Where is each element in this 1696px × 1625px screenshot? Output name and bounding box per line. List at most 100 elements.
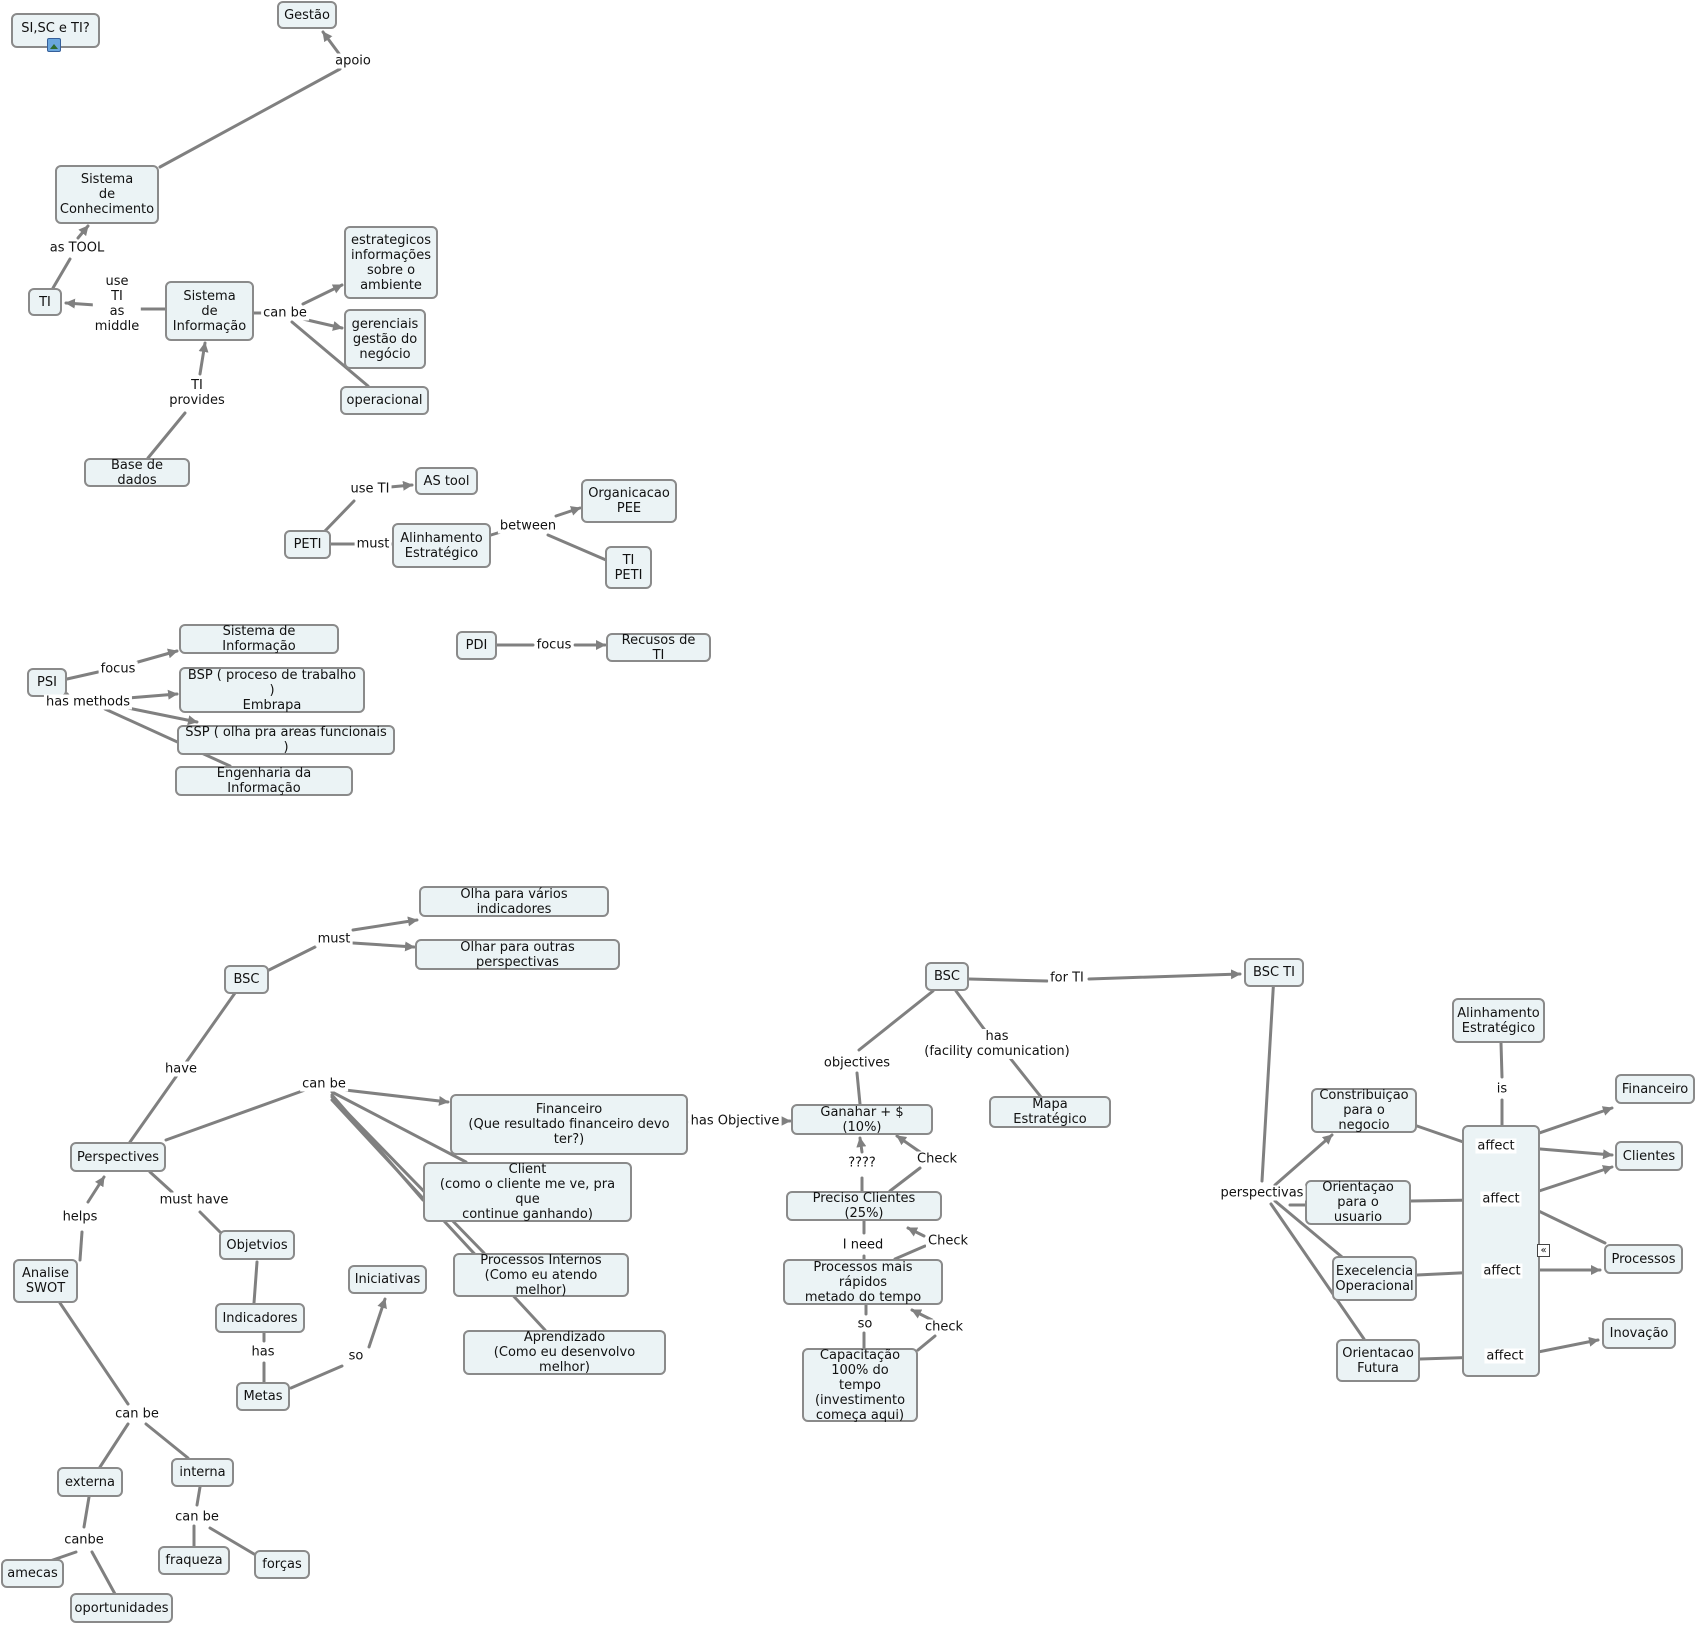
node-forcas[interactable]: forças bbox=[254, 1550, 310, 1579]
node-psi[interactable]: PSI bbox=[27, 668, 67, 697]
node-base-dados[interactable]: Base de dados bbox=[84, 458, 190, 488]
node-recursos-ti[interactable]: Recusos de TI bbox=[606, 633, 711, 663]
link-label-can-be-1: can be bbox=[261, 305, 309, 321]
link-label-objectives: objectives bbox=[821, 1055, 893, 1071]
link-label-so-2: so bbox=[855, 1316, 875, 1332]
link-label-can-be-3: can be bbox=[113, 1406, 161, 1422]
node-olhar-perspectivas[interactable]: Olhar para outras perspectivas bbox=[415, 939, 620, 970]
link-label-use-ti: use TI bbox=[348, 481, 392, 497]
node-fraqueza[interactable]: fraqueza bbox=[158, 1546, 230, 1575]
node-aprendizado[interactable]: Aprendizado (Como eu desenvolvo melhor) bbox=[463, 1330, 666, 1375]
node-objetvios[interactable]: Objetvios bbox=[219, 1230, 295, 1260]
node-ganhar[interactable]: Ganahar + $ (10%) bbox=[791, 1104, 933, 1135]
node-olha-indicadores[interactable]: Olha para vários indicadores bbox=[419, 886, 609, 917]
node-ti[interactable]: TI bbox=[28, 288, 62, 316]
node-orientacao-futura[interactable]: Orientacao Futura bbox=[1336, 1339, 1420, 1382]
node-sisc[interactable]: SI,SC e TI? bbox=[11, 13, 100, 48]
node-metas[interactable]: Metas bbox=[236, 1382, 290, 1411]
connector-line-19 bbox=[546, 533, 608, 562]
link-label-affect-2: affect bbox=[1480, 1191, 1522, 1207]
connector-line-61 bbox=[855, 1071, 862, 1106]
node-interna[interactable]: interna bbox=[171, 1458, 234, 1487]
node-preciso-clientes[interactable]: Preciso Clientes (25%) bbox=[786, 1191, 942, 1221]
node-processos[interactable]: Processos bbox=[1604, 1244, 1683, 1274]
connector-line-44 bbox=[86, 1175, 106, 1204]
connector-line-32 bbox=[164, 1088, 307, 1142]
node-alinhamento-1[interactable]: Alinhamento Estratégico bbox=[392, 523, 491, 568]
link-label-so-1: so bbox=[346, 1348, 366, 1364]
connector-line-18 bbox=[554, 506, 582, 518]
node-peti[interactable]: PETI bbox=[284, 530, 331, 559]
node-client[interactable]: Client (como o cliente me ve, pra que co… bbox=[423, 1162, 632, 1222]
node-execelencia[interactable]: Execelencia Operacional bbox=[1332, 1256, 1417, 1301]
connector-line-52 bbox=[82, 1495, 91, 1529]
connector-line-65 bbox=[856, 1136, 867, 1154]
node-orientacao-usuario[interactable]: Orientaçao para o usuario bbox=[1305, 1180, 1411, 1225]
link-label-have: have bbox=[163, 1061, 199, 1077]
node-sistema-informacao[interactable]: Sistema de Informação bbox=[165, 281, 254, 341]
node-estrategicos[interactable]: estrategicos informações sobre o ambient… bbox=[344, 226, 438, 299]
connector-line-30 bbox=[351, 941, 416, 952]
node-bsc-ti[interactable]: BSC TI bbox=[1244, 958, 1304, 987]
connector-line-74 bbox=[916, 1334, 937, 1352]
node-processos-internos[interactable]: Processos Internos (Como eu atendo melho… bbox=[453, 1253, 629, 1298]
connector-line-49 bbox=[58, 1301, 130, 1406]
connector-line-33 bbox=[343, 1088, 450, 1106]
node-processos-rapidos[interactable]: Processos mais rápidos metado do tempo bbox=[783, 1259, 943, 1305]
connector-line-28 bbox=[267, 945, 317, 972]
connector-line-12 bbox=[198, 341, 209, 376]
link-label-has-objective: has Objective bbox=[688, 1113, 782, 1129]
node-perspectives[interactable]: Perspectives bbox=[70, 1142, 166, 1172]
node-externa[interactable]: externa bbox=[57, 1467, 123, 1497]
link-label-check-2: Check bbox=[926, 1233, 970, 1249]
node-bsc-1[interactable]: BSC bbox=[224, 965, 269, 994]
connector-line-34 bbox=[330, 1090, 468, 1164]
node-group-box bbox=[1462, 1125, 1540, 1377]
node-amecas[interactable]: amecas bbox=[1, 1559, 64, 1588]
node-financeiro[interactable]: Financeiro (Que resultado financeiro dev… bbox=[450, 1094, 688, 1155]
connector-line-6 bbox=[64, 298, 97, 309]
node-engenharia-informacao[interactable]: Engenharia da Informação bbox=[175, 766, 353, 796]
node-ssp[interactable]: SSP ( olha pra areas funcionais ) bbox=[177, 725, 395, 755]
node-clientes[interactable]: Clientes bbox=[1615, 1141, 1683, 1171]
connector-line-77 bbox=[1273, 1133, 1334, 1187]
node-inovacao[interactable]: Inovação bbox=[1602, 1318, 1676, 1349]
link-label-i-need: I need bbox=[840, 1237, 886, 1253]
node-constribuicao[interactable]: Constribuiçao para o negocio bbox=[1311, 1088, 1417, 1133]
connector-line-48 bbox=[367, 1297, 387, 1349]
link-label-can-be-2: can be bbox=[300, 1076, 348, 1092]
image-icon[interactable] bbox=[47, 38, 61, 52]
connector-line-55 bbox=[195, 1485, 202, 1507]
collapse-icon[interactable]: « bbox=[1537, 1244, 1550, 1257]
node-capacitacao[interactable]: Capacitação 100% do tempo (investimento … bbox=[802, 1348, 918, 1423]
node-financeiro-2[interactable]: Financeiro bbox=[1615, 1074, 1695, 1104]
node-gestao[interactable]: Gestão bbox=[277, 1, 337, 29]
node-sistema-de-informacao[interactable]: Sistema de Informação bbox=[179, 624, 339, 654]
node-bsp[interactable]: BSP ( proceso de trabalho ) Embrapa bbox=[179, 667, 365, 713]
node-mapa-estrategico[interactable]: Mapa Estratégico bbox=[989, 1096, 1111, 1128]
link-label-check-1: Check bbox=[915, 1151, 959, 1167]
connector-line-54 bbox=[90, 1550, 117, 1596]
link-label-is: is bbox=[1494, 1081, 1510, 1097]
node-indicadores[interactable]: Indicadores bbox=[215, 1303, 305, 1333]
connector-line-41 bbox=[198, 1210, 222, 1234]
node-pdi[interactable]: PDI bbox=[456, 631, 497, 660]
connector-line-11 bbox=[146, 411, 187, 460]
link-label-perspectivas: perspectivas bbox=[1218, 1185, 1306, 1201]
node-iniciativas[interactable]: Iniciativas bbox=[348, 1265, 427, 1294]
node-as-tool[interactable]: AS tool bbox=[415, 467, 478, 495]
node-sistema-conhecimento[interactable]: Sistema de Conhecimento bbox=[55, 165, 159, 224]
connector-line-66 bbox=[888, 1166, 922, 1193]
node-operacional[interactable]: operacional bbox=[340, 386, 429, 415]
connector-line-13 bbox=[322, 499, 356, 534]
connector-line-47 bbox=[289, 1364, 344, 1390]
node-bsc-2[interactable]: BSC bbox=[925, 962, 969, 991]
node-analise-swot[interactable]: Analise SWOT bbox=[13, 1259, 78, 1303]
node-oportunidades[interactable]: oportunidades bbox=[70, 1593, 173, 1623]
connector-line-63 bbox=[1008, 1056, 1043, 1099]
node-alinhamento-2[interactable]: Alinhamento Estratégico bbox=[1452, 998, 1545, 1043]
node-gerenciais[interactable]: gerenciais gestão do negócio bbox=[344, 309, 426, 369]
node-ti-peti[interactable]: TI PETI bbox=[605, 546, 652, 589]
link-label-focus-2: focus bbox=[98, 661, 138, 677]
node-organicacao-pee[interactable]: Organicacao PEE bbox=[581, 479, 677, 523]
